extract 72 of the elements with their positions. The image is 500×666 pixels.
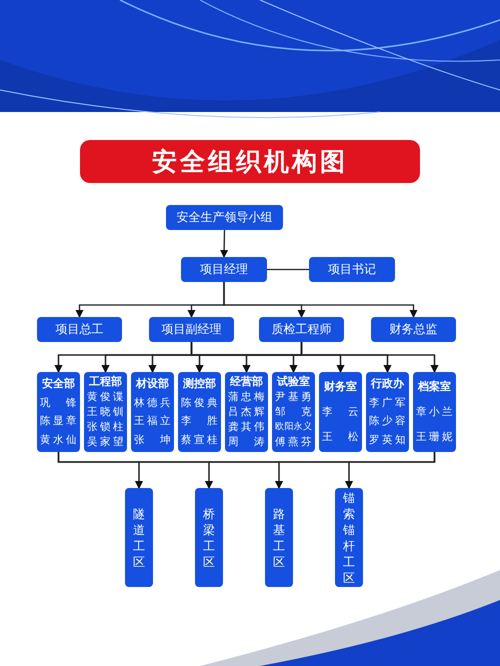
staff-name: 李云 [322,406,359,418]
role-name: 项目总工 [56,321,104,338]
staff-name: 傅燕芬 [275,436,312,448]
connector-arrow [220,230,228,258]
staff-name: 蔡宣桂 [181,434,218,446]
connector-arrow [223,282,418,318]
staff-name: 章小兰 [416,406,453,418]
work-area-name: 桥梁工区 [202,506,216,570]
work-area-name: 锚索锚杆工区 [342,490,356,586]
staff-name: 龚其伟 [228,420,265,433]
department-name: 材设部 [134,378,170,390]
staff-name: 吕杰辉 [228,406,265,418]
staff-name: 林德兵 [134,396,171,409]
staff-name: 黄水仙 [40,434,77,446]
department-name: 测控部 [182,378,217,390]
department-name: 档案室 [416,381,452,394]
department-name: 经营部 [228,376,264,388]
department-name: 行政办 [370,378,406,390]
staff-name: 巩锋 [40,396,77,409]
department-box [225,372,268,452]
role-name: 安全生产领导小组 [176,209,272,226]
role-box [149,317,234,342]
role-box [166,205,283,230]
staff-name: 王珊妮 [416,430,453,443]
work-area-box [125,488,153,587]
department-box [37,372,80,452]
work-area-name: 路基工区 [272,506,286,570]
staff-name: 尹基勇 [275,391,312,404]
department-box [84,372,127,452]
work-area-box [195,488,223,587]
staff-name: 王晓钏 [87,406,124,418]
department-name: 财务室 [323,381,358,394]
staff-name: 陈俊典 [181,396,218,409]
staff-name: 陈显章 [40,415,77,428]
department-box [319,372,362,452]
staff-name: 邹克 [275,406,312,418]
role-name: 财务总监 [390,321,438,338]
role-name: 项目书记 [328,261,376,278]
department-name: 工程部 [88,376,123,388]
staff-name: 王福立 [134,415,171,428]
department-box [272,372,315,452]
role-name: 质检工程师 [272,321,332,338]
staff-name: 王松 [322,430,359,443]
title-banner: 安全组织机构图 [80,140,420,183]
department-box [131,372,174,452]
work-area-box [265,488,293,587]
role-box [181,257,267,282]
role-box [259,317,344,342]
staff-name: 欧阳永义 [275,420,312,433]
staff-name: 蒲忠梅 [228,391,265,404]
department-name: 安全部 [41,378,76,390]
role-name: 项目副经理 [162,321,222,338]
staff-name: 张锁柱 [87,420,124,433]
staff-name: 李胜 [181,415,218,428]
connector-arrow [345,452,436,489]
staff-name: 吴家望 [87,436,124,448]
staff-name: 罗英知 [369,434,406,446]
staff-name: 黄俊谍 [87,391,124,404]
staff-name: 李广军 [369,396,406,409]
role-box [371,317,456,342]
role-name: 项目经理 [200,261,248,278]
staff-name: 张坤 [134,434,171,446]
staff-name: 陈少容 [369,415,406,428]
department-box [178,372,221,452]
role-box [309,257,395,282]
department-box [366,372,409,452]
work-area-name: 隧道工区 [132,506,146,570]
department-box [413,372,456,452]
role-box [37,317,122,342]
staff-name: 周涛 [228,436,265,448]
work-area-box [335,488,363,587]
department-name: 试验室 [276,376,311,388]
